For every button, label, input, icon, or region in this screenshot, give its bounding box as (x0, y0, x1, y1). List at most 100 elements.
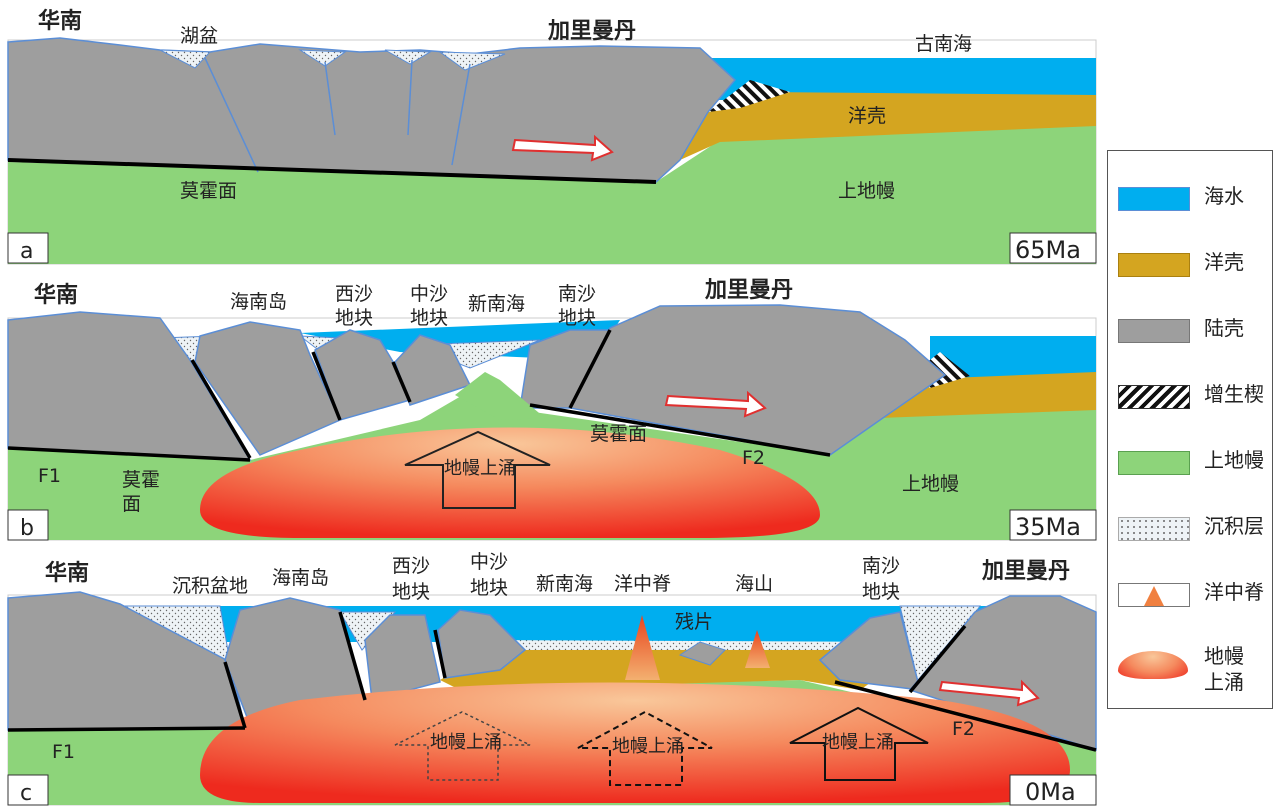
legend-item-ridge: 洋中脊 (1118, 577, 1268, 617)
panel-b-mantle-bulge (455, 372, 545, 420)
panel-a-ancient-sea-label: 古南海 (915, 33, 972, 55)
panel-b-drift-arrow (664, 390, 767, 418)
panel-c-nansha-label-2: 地块 (862, 581, 900, 603)
panel-c-mid-ocean-ridge (625, 615, 660, 680)
panel-b-xisha-label-1: 西沙 (335, 283, 373, 305)
panel-a-drift-arrow (511, 134, 614, 162)
panel-b-age: 35Ma (1015, 513, 1081, 541)
panel-b-block-nansha (519, 329, 612, 409)
legend-item-upwelling: 地幔 上涌 (1118, 641, 1268, 701)
legend-item-upper-mantle: 上地幔 (1118, 445, 1268, 485)
panel-a-upper-mantle-label: 上地幔 (838, 180, 895, 202)
legend-item-oceanic-crust: 洋壳 (1118, 247, 1268, 287)
panel-a-lake-basin-1 (159, 49, 212, 69)
upper-mantle-swatch (1118, 451, 1190, 475)
legend-item-continental-crust: 陆壳 (1118, 313, 1268, 353)
panel-a-lake-basin-label: 湖盆 (180, 25, 218, 47)
panel-b-mantle-plume (200, 427, 820, 538)
panel-b-faults (7, 329, 831, 462)
panel-c-nansha-label-1: 南沙 (862, 555, 900, 577)
panel-a-letter: a (20, 239, 33, 264)
legend-label: 洋中脊 (1204, 580, 1264, 604)
panel-b-f1-label: F1 (38, 465, 61, 487)
panel-c-upwelling-label-1: 地幔上涌 (430, 732, 502, 753)
panel-c-seamount-label: 海山 (735, 573, 773, 595)
panel-c-remnant-label: 残片 (675, 611, 713, 633)
panel-a-lake-basin-4 (438, 51, 506, 71)
panel-b-moho-right-label: 莫霍面 (590, 423, 647, 445)
panel-c-zhongsha-label-1: 中沙 (470, 551, 508, 573)
panel-c-seamount (745, 630, 770, 668)
panel-b-new-sea-label: 新南海 (468, 293, 525, 315)
panel-c-xisha-label-2: 地块 (392, 581, 430, 603)
panel-a-south-china-label: 华南 (38, 8, 82, 34)
panel-b-moho-left-2: 面 (122, 493, 141, 515)
panel-b-zhongsha-label-2: 地块 (410, 307, 448, 329)
panel-c-letter-box (7, 774, 49, 806)
legend-label: 沉积层 (1204, 514, 1264, 538)
panel-c-upwelling-label-3: 地幔上涌 (822, 732, 894, 753)
panel-a-oceanic-crust-label: 洋壳 (848, 105, 886, 127)
panel-c-ridge-label: 洋中脊 (614, 573, 671, 595)
panel-c-block-xisha (364, 614, 441, 701)
panel-a-oceanic-crust (680, 92, 1096, 160)
panel-b-f2-label: F2 (742, 447, 765, 469)
legend-item-sediment: 沉积层 (1118, 511, 1268, 551)
panel-a-accretionary-wedge (708, 80, 790, 112)
panel-c-xisha-label-1: 西沙 (392, 555, 430, 577)
panel-b-moho-left-1: 莫霍 (122, 469, 160, 491)
panel-b-xisha-label-2: 地块 (335, 307, 373, 329)
panel-b-zhongsha-label-1: 中沙 (410, 283, 448, 305)
panel-a-kalimantan-label: 加里曼丹 (547, 19, 636, 44)
panel-b-age-box (1009, 509, 1097, 541)
legend-label: 洋壳 (1204, 250, 1244, 274)
panel-c-letter: c (20, 781, 32, 806)
panel-c-faults (7, 611, 1097, 752)
legend-item-accretionary-wedge: 增生楔 (1118, 379, 1268, 419)
panel-c-south-china-label: 华南 (45, 560, 89, 586)
seawater-swatch (1118, 187, 1190, 211)
panel-c-sed-basin-label: 沉积盆地 (172, 575, 248, 597)
panel-b-upwelling-label: 地幔上涌 (444, 458, 516, 479)
legend-label: 地幔 上涌 (1204, 644, 1244, 694)
panel-a-moho-label: 莫霍面 (180, 180, 237, 202)
ridge-swatch (1118, 583, 1190, 607)
panel-c-mantle-plume (200, 682, 1070, 803)
panel-c-kalimantan-label: 加里曼丹 (981, 559, 1070, 584)
panel-c-f1-label: F1 (52, 741, 75, 763)
panel-c-oceanic-crust (440, 645, 920, 690)
sediment-swatch (1118, 517, 1190, 541)
panel-b: 华南 海南岛 西沙 地块 中沙 地块 新南海 南沙 地块 加里曼丹 地幔上涌 F… (7, 278, 1097, 541)
panel-a-continental-crust (7, 37, 737, 183)
panel-c-upwelling-arrow-3 (789, 706, 929, 781)
panel-c-hainan-label: 海南岛 (272, 567, 329, 589)
legend-label: 上地幔 (1204, 448, 1264, 472)
panel-a-letter-box (7, 232, 49, 264)
panel-b-letter-box (7, 509, 49, 541)
panel-c-remnant-block (678, 641, 726, 666)
panel-c-upwelling-label-2: 地幔上涌 (612, 736, 684, 757)
panel-a-lake-basin-3 (384, 49, 432, 65)
panel-b-nansha-label-2: 地块 (558, 307, 596, 329)
panel-b-letter: b (20, 516, 34, 541)
panel-c-upwelling-arrow-2 (577, 710, 713, 786)
panel-c-f2-label: F2 (952, 718, 975, 740)
legend: 海水 洋壳 陆壳 增生楔 上地幔 沉积层 洋中脊 地幔 上涌 (1107, 150, 1273, 709)
panel-c-upwelling-arrow-1 (394, 711, 531, 781)
legend-label: 陆壳 (1204, 316, 1244, 340)
panel-b-nansha-label-1: 南沙 (558, 283, 596, 305)
continental-crust-swatch (1118, 319, 1190, 343)
panel-a-lake-basin-2 (298, 49, 347, 67)
panel-a-upper-mantle (8, 125, 1096, 264)
panel-a: 华南 湖盆 加里曼丹 古南海 洋壳 莫霍面 上地幔 a 65Ma (7, 8, 1097, 265)
legend-label: 海水 (1204, 184, 1244, 208)
legend-item-seawater: 海水 (1118, 181, 1268, 221)
accretionary-wedge-swatch (1118, 385, 1190, 409)
panel-c-block-nansha (818, 611, 922, 691)
oceanic-crust-swatch (1118, 253, 1190, 277)
panel-b-south-china-label: 华南 (34, 282, 78, 308)
panel-c-drift-arrow (938, 679, 1040, 707)
panel-a-moho-line (7, 158, 657, 184)
panel-c-age-box (1009, 774, 1097, 806)
